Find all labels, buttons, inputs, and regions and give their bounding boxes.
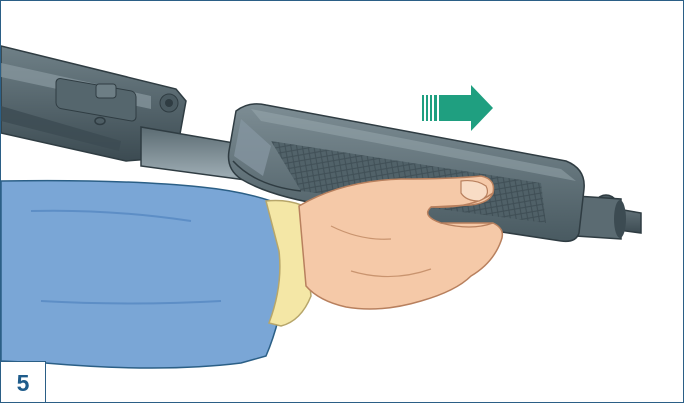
step-number-box: 5: [1, 361, 46, 403]
hand: [299, 176, 502, 309]
slide-right-arrow-icon: [422, 85, 493, 131]
sleeve: [1, 181, 286, 368]
step-number: 5: [17, 372, 30, 395]
